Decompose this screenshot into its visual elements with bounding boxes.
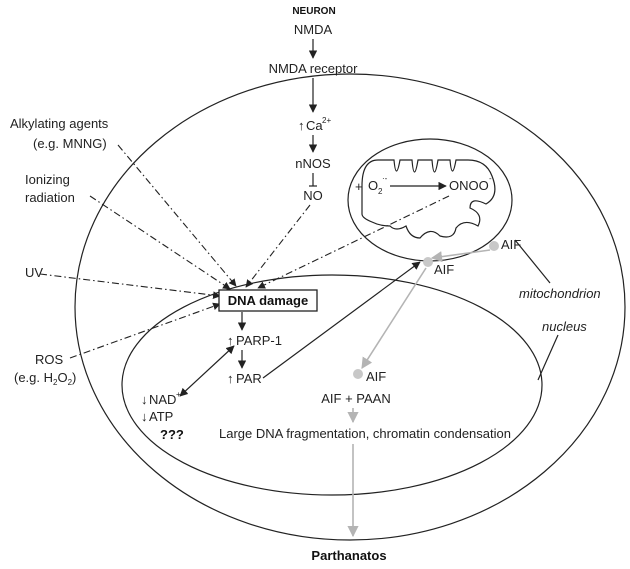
aif-outer-label: AIF [434,262,454,277]
alkylating-to-dna-arrow [117,144,237,287]
atp-label: ATP [149,409,173,424]
alkylating-example-label: (e.g. MNNG) [33,136,107,151]
no-to-dna-arrow [245,204,311,288]
aif-to-nucleus-arrow [361,267,427,369]
radiation-label: radiation [25,190,75,205]
peroxynitrite-charge: - [489,174,492,183]
dna-damage-box [218,289,318,312]
nucleus-label: nucleus [542,319,587,334]
neuron-cell-outline [74,73,626,541]
aif-mitochondrial-dot [489,241,499,251]
parthanatos-label: Parthanatos [311,548,386,563]
nmda-label: NMDA [294,22,333,37]
fragmentation-label: Large DNA fragmentation, chromatin conde… [219,426,511,441]
parp-up-arrow: ↑ [227,333,234,348]
aif-paan-label: AIF + PAAN [321,391,390,406]
dna-damage-label: DNA damage [228,293,308,308]
nucleus-outline [121,274,543,496]
aif-nuclear-dot [353,369,363,379]
mitochondrion-outer-membrane [347,138,513,262]
par-to-aif-arrow [262,261,421,379]
mitochondrion-callout-line [514,239,551,284]
calcium-charge: 2+ [322,116,331,125]
aif-outer-dot [423,257,433,267]
ros-example-label: (e.g. H2O2) [14,370,76,387]
par-up-arrow: ↑ [227,371,234,386]
nad-label: NAD [149,392,176,407]
no-label: NO [303,188,323,203]
nad-charge: + [176,390,181,399]
aif-release-arrow [430,249,491,263]
calcium-label: Ca [306,118,323,133]
superoxide-charge: ·- [382,174,388,183]
ros-to-dna-arrow [69,302,221,359]
ionizing-to-dna-arrow [89,195,231,290]
mitochondrion-label: mitochondrion [519,286,601,301]
superoxide-subscript: 2 [378,187,383,196]
superoxide-label: O [368,178,378,193]
parp-to-nad-arrow [179,345,235,397]
aif-nuclear-label: AIF [366,369,386,384]
uv-to-dna-arrow [39,273,221,299]
parp-label: PARP-1 [236,333,282,348]
mitochondrion-cristae [361,159,496,239]
nucleus-callout-line [537,334,559,381]
par-label: PAR [236,371,262,386]
calcium-up-arrow: ↑ [298,118,305,133]
ros-label: ROS [35,352,64,367]
aif-mitochondrial-label: AIF [501,237,521,252]
atp-down-arrow: ↓ [141,409,148,424]
alkylating-agents-label: Alkylating agents [10,116,109,131]
peroxynitrite-label: ONOO [449,178,489,193]
nmda-receptor-label: NMDA receptor [269,61,359,76]
unknown-marks: ??? [160,427,184,442]
plus-sign: + [355,179,363,194]
neuron-label: NEURON [292,6,335,17]
nad-down-arrow: ↓ [141,392,148,407]
uv-label: UV [25,265,43,280]
peroxynitrite-to-dna-arrow [257,195,450,289]
nnos-label: nNOS [295,156,331,171]
ionizing-label: Ionizing [25,172,70,187]
